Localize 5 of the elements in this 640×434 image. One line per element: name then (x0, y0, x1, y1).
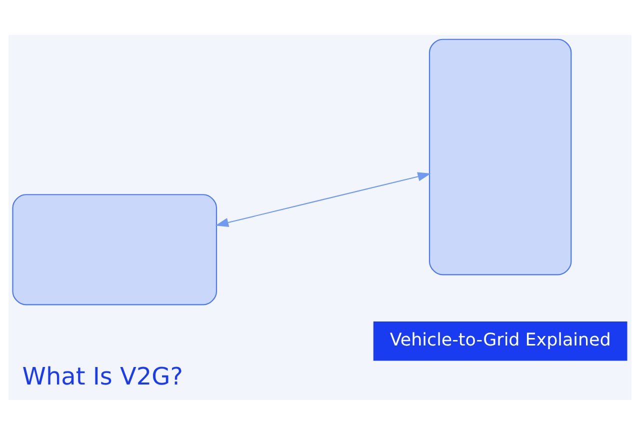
node-box (428, 38, 572, 275)
node-box (12, 194, 218, 305)
diagram-title: What Is V2G? (22, 362, 183, 390)
label: Vehicle-to-Grid Explained (390, 330, 611, 350)
arrow (215, 172, 431, 226)
